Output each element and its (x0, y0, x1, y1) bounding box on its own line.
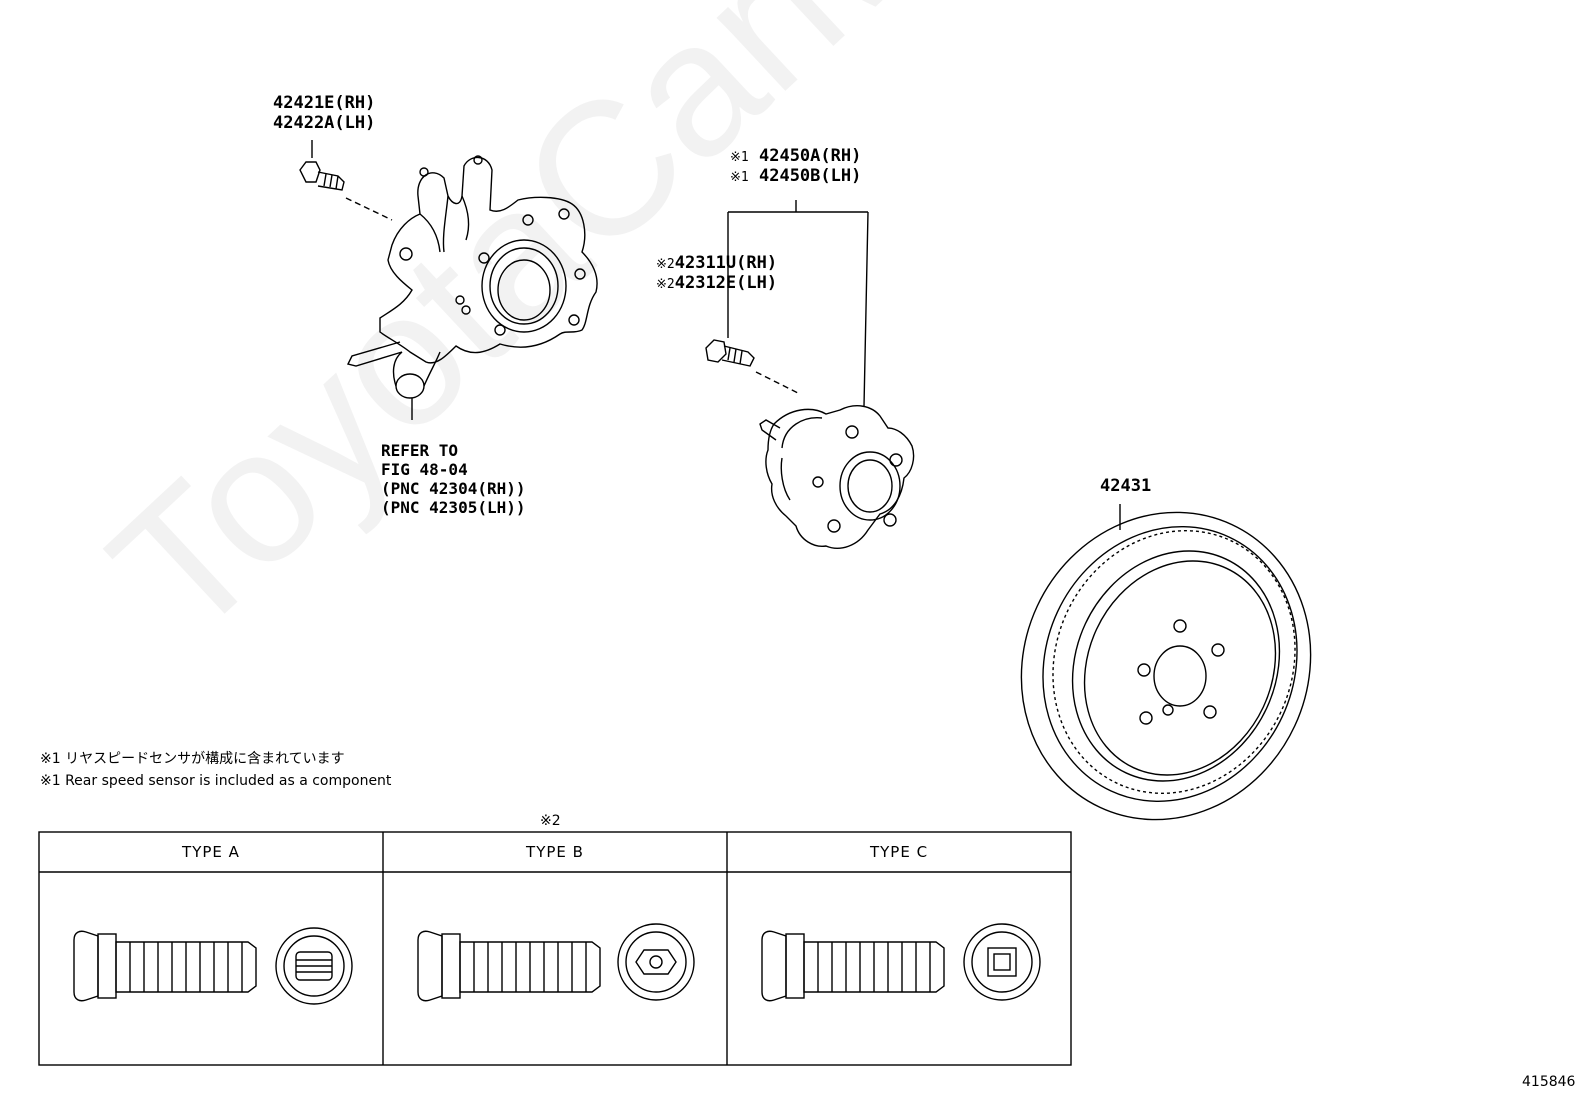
type-table (38, 831, 1072, 1066)
bolt-rh-part: 42311U(RH) (674, 253, 778, 273)
label-bolt-lh: ※242312E(LH) (656, 273, 777, 295)
hub-bearing-assembly (727, 200, 915, 549)
type-a-header: TYPE A (182, 843, 240, 861)
refer-line-2: FIG 48-04 (381, 460, 468, 479)
label-knuckle-rh: 42421E(RH) (273, 93, 376, 113)
knuckle-bolt (299, 140, 393, 221)
refer-line-4: (PNC 42305(LH)) (381, 498, 526, 517)
hub-lh-part: 42450B(LH) (758, 166, 862, 186)
mark-1: ※1 (730, 150, 749, 165)
type-b-stud (417, 923, 695, 1002)
type-c-header: TYPE C (869, 843, 929, 861)
label-knuckle-lh: 42422A(LH) (273, 113, 376, 133)
disc-rotor (1020, 504, 1312, 821)
type-c-stud (761, 923, 1041, 1002)
note-english: ※1 Rear speed sensor is included as a co… (40, 773, 392, 789)
steering-knuckle (346, 155, 598, 420)
label-hub-rh: ※1 42450A(RH) (730, 146, 861, 168)
refer-line-3: (PNC 42304(RH)) (381, 479, 526, 498)
label-bolt-rh: ※242311U(RH) (656, 253, 777, 275)
hub-bolt (705, 339, 801, 395)
label-hub-lh: ※1 42450B(LH) (730, 166, 861, 188)
mark-1: ※1 (730, 170, 749, 185)
type-b-header: TYPE B (526, 843, 584, 861)
label-disc: 42431 (1100, 476, 1152, 496)
hub-rh-part: 42450A(RH) (758, 146, 862, 166)
refer-line-1: REFER TO (381, 441, 459, 460)
type-a-stud (73, 927, 353, 1005)
bolt-lh-part: 42312E(LH) (674, 273, 778, 293)
mark-2: ※2 (656, 257, 675, 272)
mark-2: ※2 (656, 277, 675, 292)
note-japanese: ※1 リヤスピードセンサが構成に含まれています (40, 751, 345, 767)
figure-number: 415846 (1522, 1074, 1576, 1090)
table-mark: ※2 (540, 813, 561, 829)
